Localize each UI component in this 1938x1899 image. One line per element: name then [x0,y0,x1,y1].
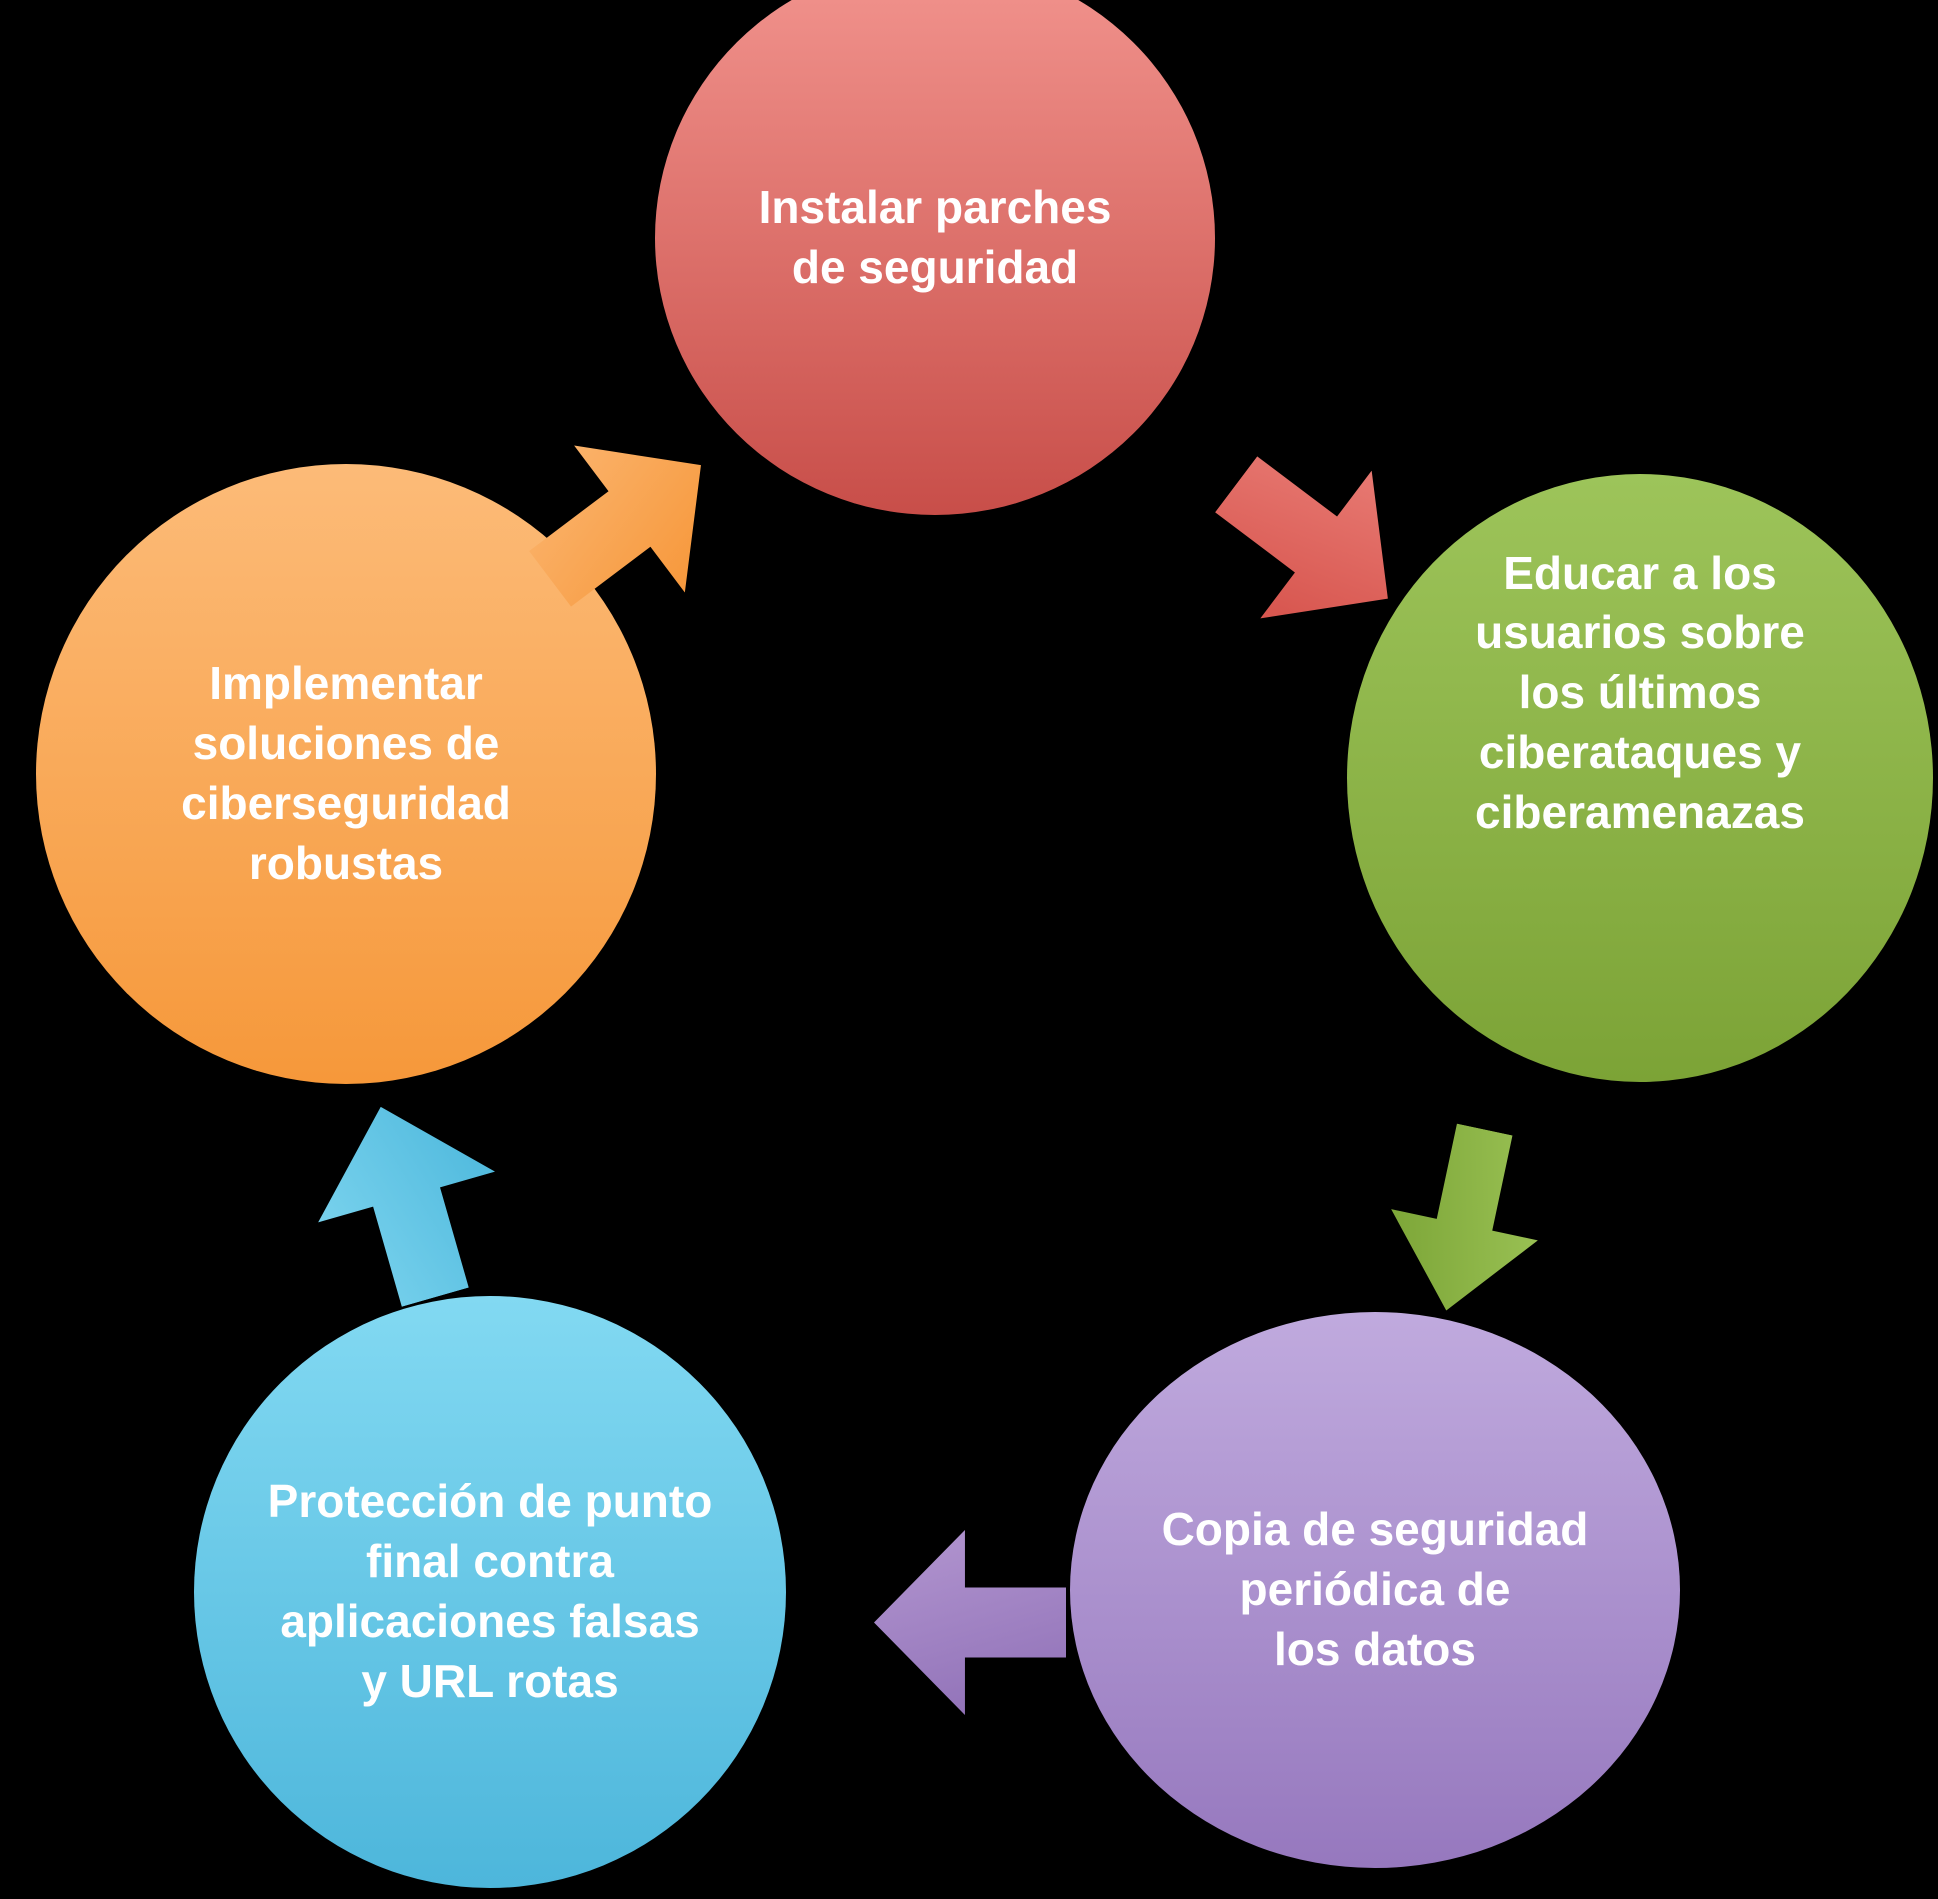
step-label-implement-solutions: Implementar soluciones de ciberseguridad… [181,657,511,889]
circle-install-patches: Instalar parches de seguridad [655,0,1215,515]
circle-endpoint-protection: Protección de punto final contra aplicac… [194,1296,786,1888]
step-label-endpoint-protection: Protección de punto final contra aplicac… [267,1475,713,1707]
arrow-endpoint-to-implement-icon [292,1081,523,1322]
arrow-backup-to-endpoint-icon [874,1530,1066,1715]
step-label-educate-users: Educar a los usuarios sobre los últimos … [1475,546,1805,838]
step-label-install-patches: Instalar parches de seguridad [758,181,1112,293]
arrow-educate-to-backup-icon [1373,1114,1558,1326]
arrow-implement-to-install-icon [495,392,757,653]
circle-educate-users: Educar a los usuarios sobre los últimos … [1347,474,1933,1082]
step-label-backup-data: Copia de seguridad periódica de los dato… [1161,1503,1589,1675]
circle-backup-data: Copia de seguridad periódica de los dato… [1070,1312,1680,1868]
arrow-install-to-educate-icon [1180,410,1443,672]
